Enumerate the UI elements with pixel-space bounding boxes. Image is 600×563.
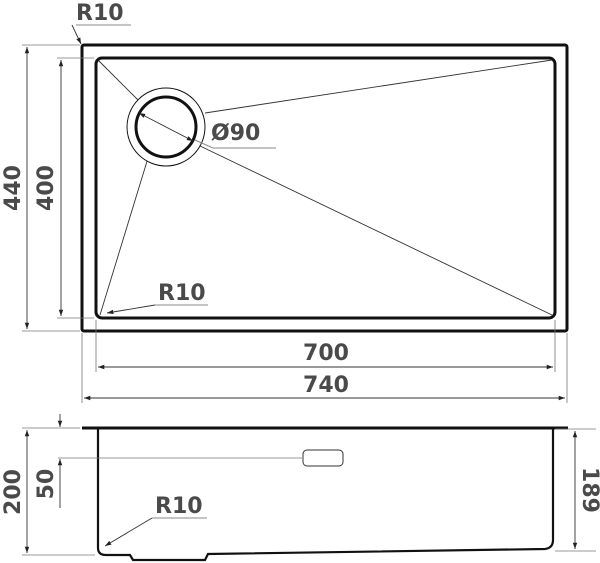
bottom-radius-label: R10 xyxy=(155,494,203,519)
total-height-label: 200 xyxy=(1,469,26,515)
inner-width-label: 700 xyxy=(303,341,349,366)
overflow-slot xyxy=(302,449,344,467)
outer-rim xyxy=(80,43,569,333)
inner-bowl xyxy=(94,56,557,320)
top-view: Ø90 R10 R10 440 400 700 740 xyxy=(1,1,569,403)
bowl-profile xyxy=(96,429,555,562)
overflow-offset-label: 50 xyxy=(34,469,59,500)
outer-width-label: 740 xyxy=(303,373,349,398)
outer-depth-label: 440 xyxy=(1,165,26,211)
side-view: 200 50 R10 189 xyxy=(1,414,600,562)
outer-radius-label: R10 xyxy=(76,1,124,26)
drain-diameter-label: Ø90 xyxy=(211,121,260,146)
inner-radius-label: R10 xyxy=(158,281,206,306)
bowl-height-label: 189 xyxy=(577,467,600,513)
inner-depth-label: 400 xyxy=(34,165,59,211)
